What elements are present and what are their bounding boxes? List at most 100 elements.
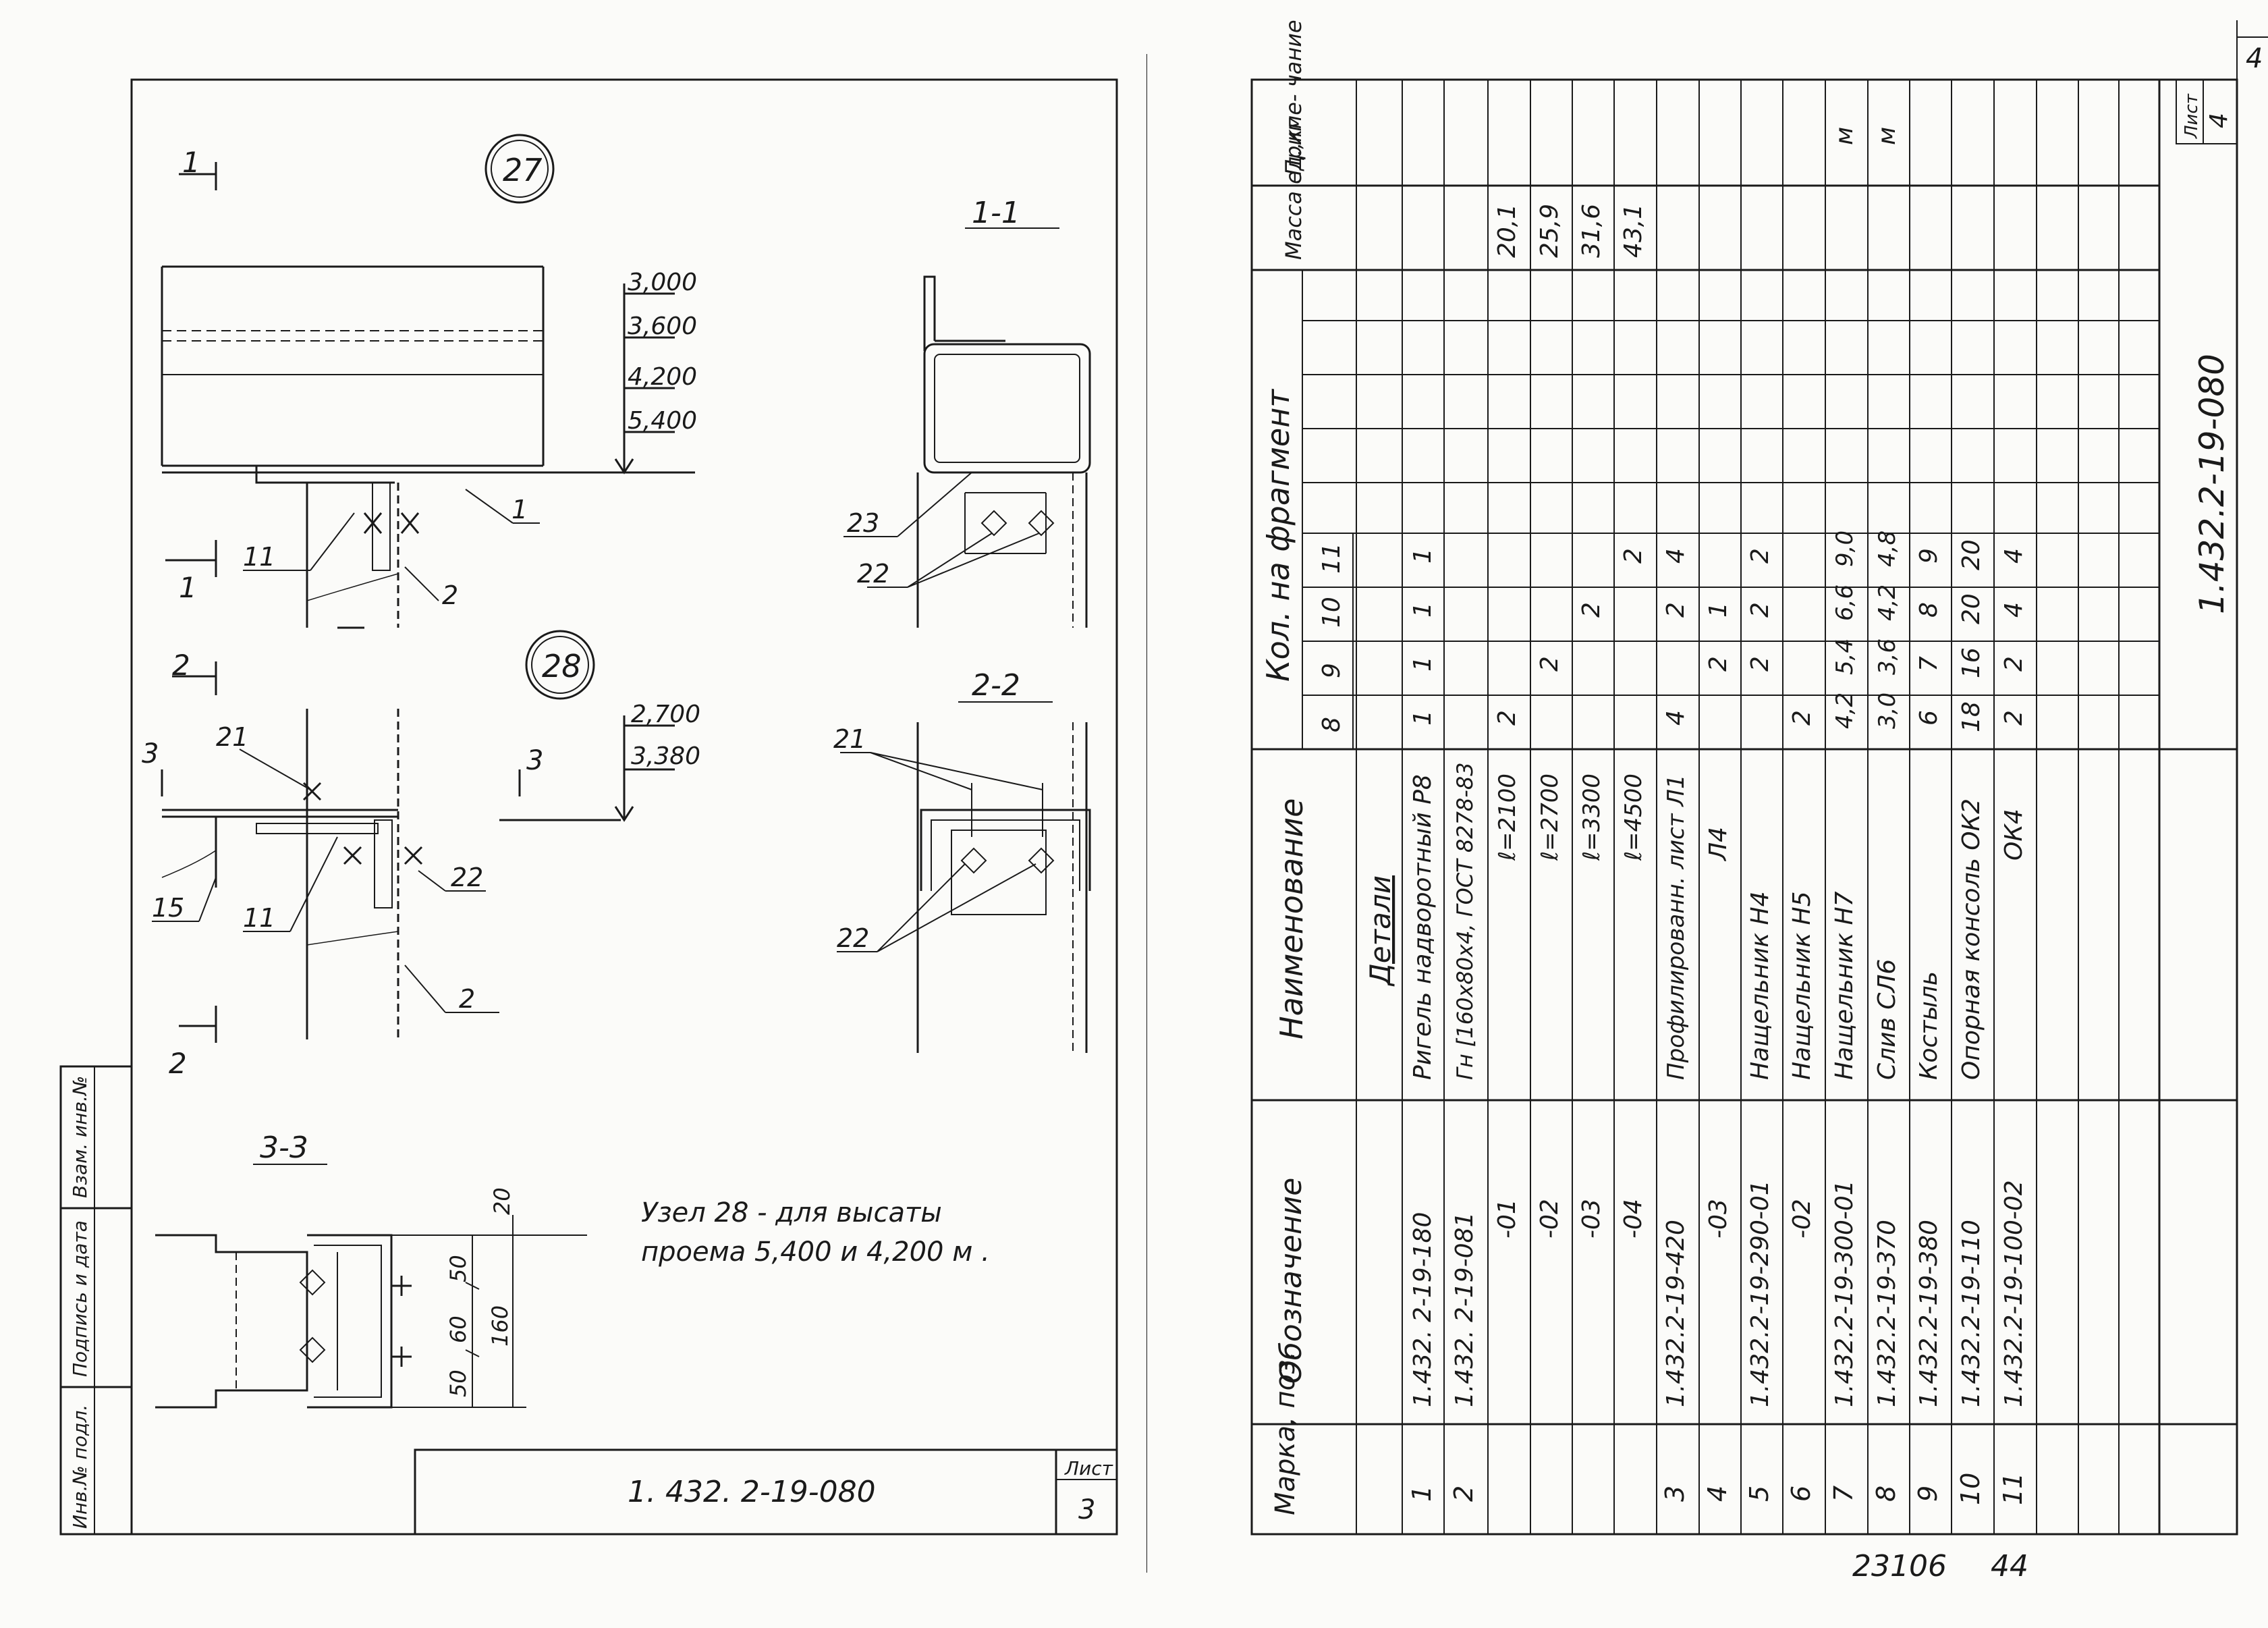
row-2-03-name: ℓ=3300 (1578, 774, 1605, 861)
row-8-q11: 4,8 (1874, 531, 1901, 567)
subheading-details: Детали (1364, 875, 1397, 987)
note-line-2: проема 5,400 и 4,200 м . (641, 1237, 990, 1268)
row-4-q10: 1 (1705, 602, 1732, 618)
row-2-01-q8: 2 (1493, 710, 1521, 726)
row-9-q11: 9 (1915, 548, 1943, 564)
header-note: Приме- чание (1281, 20, 1306, 175)
row-5-name: Нащельник Н4 (1746, 891, 1774, 1080)
section-mark-2-top: 2 (172, 649, 190, 682)
row-9-designation: 1.432.2-19-380 (1915, 1220, 1943, 1407)
footer-number-1: 23106 (1852, 1549, 1947, 1583)
section-mark-1-side: 1 (179, 571, 197, 604)
right-sheet-number: 4 (2205, 113, 2233, 128)
row-7-q9: 5,4 (1831, 639, 1858, 675)
row-11-q11: 4 (2000, 548, 2028, 564)
pos-23-label: 23 (847, 508, 879, 538)
header-mark: Марка, поз. (1270, 1351, 1301, 1515)
row-2-designation: 1.432. 2-19-081 (1451, 1212, 1478, 1407)
row-9-mark: 9 (1913, 1486, 1943, 1502)
note-line-1: Узел 28 - для высаты (641, 1197, 942, 1228)
pos-22-label-c: 22 (837, 923, 869, 953)
stamp-replace-inv: Взам. инв.№ (69, 1076, 91, 1198)
row-8-name: Слив СЛ6 (1873, 959, 1901, 1080)
row-10-name: Опорная консоль ОК2 (1958, 798, 1985, 1080)
row-2-name: Гн [160х80х4, ГОСТ 8278-83 (1452, 762, 1478, 1080)
pos-11-label-b: 11 (243, 903, 275, 933)
qty-col-10: 10 (1318, 597, 1346, 628)
left-title-code: 1. 432. 2-19-080 (628, 1475, 876, 1509)
row-6-designation: -02 (1788, 1199, 1816, 1239)
stamp-strip (59, 1065, 133, 1536)
row-2-03-designation: -03 (1578, 1199, 1605, 1239)
row-2-02-q9: 2 (1536, 656, 1564, 672)
row-4-designation: -03 (1705, 1199, 1732, 1239)
row-8-note: м (1873, 127, 1901, 145)
pos-2-label-a: 2 (442, 580, 458, 610)
row-11-mark: 11 (1998, 1473, 2028, 1505)
row-3-q8: 4 (1662, 710, 1690, 726)
row-3-q10: 2 (1662, 602, 1690, 618)
row-1-designation: 1.432. 2-19-180 (1409, 1212, 1437, 1407)
row-10-mark: 10 (1956, 1473, 1985, 1505)
row-2-03-mass: 31,6 (1578, 204, 1605, 258)
row-6-mark: 6 (1786, 1486, 1816, 1502)
row-8-designation: 1.432.2-19-370 (1873, 1220, 1901, 1407)
row-3-designation: 1.432.2-19-420 (1662, 1220, 1690, 1407)
row-4-q9: 2 (1705, 656, 1732, 672)
footer-number-2: 44 (1991, 1549, 2028, 1583)
row-2-01-name: ℓ=2100 (1494, 774, 1521, 861)
row-7-note: м (1831, 127, 1858, 145)
dim-160: 160 (487, 1305, 513, 1347)
row-2-02-mass: 25,9 (1536, 204, 1564, 258)
elev-28-b: 3,380 (631, 742, 700, 770)
pos-1-label: 1 (511, 495, 528, 524)
pos-15-label: 15 (152, 893, 184, 923)
row-6-q8: 2 (1788, 710, 1816, 726)
left-sheet-number: 3 (1078, 1494, 1095, 1525)
left-sheet-label: Лист (1064, 1457, 1113, 1480)
row-8-q8: 3,0 (1874, 693, 1901, 729)
row-11-designation: 1.432.2-19-100-02 (2000, 1180, 2028, 1407)
row-2-02-name: ℓ=2700 (1537, 774, 1564, 861)
row-9-q10: 8 (1915, 602, 1943, 618)
row-1-name: Ригель надворотный Р8 (1409, 774, 1437, 1080)
header-qty: Кол. на фрагмент (1260, 389, 1296, 682)
header-mass: Масса ед.,кг (1281, 117, 1306, 260)
row-4-mark: 4 (1703, 1486, 1732, 1502)
qty-col-8: 8 (1318, 717, 1346, 732)
section-3-3-title: 3-3 (260, 1131, 308, 1165)
pos-21-label-a: 21 (216, 722, 248, 752)
right-sheet-label: Лист (2182, 93, 2202, 139)
right-title-code: 1.432.2-19-080 (2192, 354, 2232, 614)
elev-27-c: 4,200 (628, 363, 697, 391)
row-5-designation: 1.432.2-19-290-01 (1746, 1180, 1774, 1407)
dim-50-top: 50 (445, 1255, 471, 1282)
row-5-mark: 5 (1744, 1486, 1774, 1502)
row-10-q11: 20 (1958, 539, 1985, 570)
row-10-q10: 20 (1958, 593, 1985, 624)
section-mark-1-top: 1 (182, 146, 200, 179)
corner-digit: 4 (2246, 43, 2263, 74)
row-4-name: Л4 (1705, 827, 1732, 862)
row-1-q10: 1 (1409, 602, 1437, 618)
row-7-q8: 4,2 (1831, 693, 1858, 729)
row-2-04-name: ℓ=4500 (1620, 774, 1647, 861)
row-11-q9: 2 (2000, 656, 2028, 672)
row-2-04-mass: 43,1 (1620, 204, 1647, 258)
node-27-label: 27 (503, 152, 543, 188)
row-2-01-designation: -01 (1493, 1199, 1521, 1239)
header-name: Наименование (1273, 798, 1310, 1039)
pos-2-label-b: 2 (459, 984, 475, 1014)
row-11-name: ОК4 (2000, 809, 2028, 861)
qty-col-9: 9 (1318, 663, 1346, 678)
row-1-q9: 1 (1409, 656, 1437, 672)
section-1-1-title: 1-1 (972, 196, 1020, 230)
node-28-label: 28 (542, 648, 582, 684)
row-10-q8: 18 (1958, 701, 1985, 732)
right-spec-sheet: Марка, поз. Обозначение Наименование Кол… (1250, 20, 2268, 1583)
row-1-q11: 1 (1409, 548, 1437, 564)
row-11-q10: 4 (2000, 602, 2028, 618)
row-2-mark: 2 (1449, 1486, 1478, 1502)
row-9-q8: 6 (1915, 710, 1943, 726)
row-2-01-mass: 20,1 (1493, 204, 1521, 258)
